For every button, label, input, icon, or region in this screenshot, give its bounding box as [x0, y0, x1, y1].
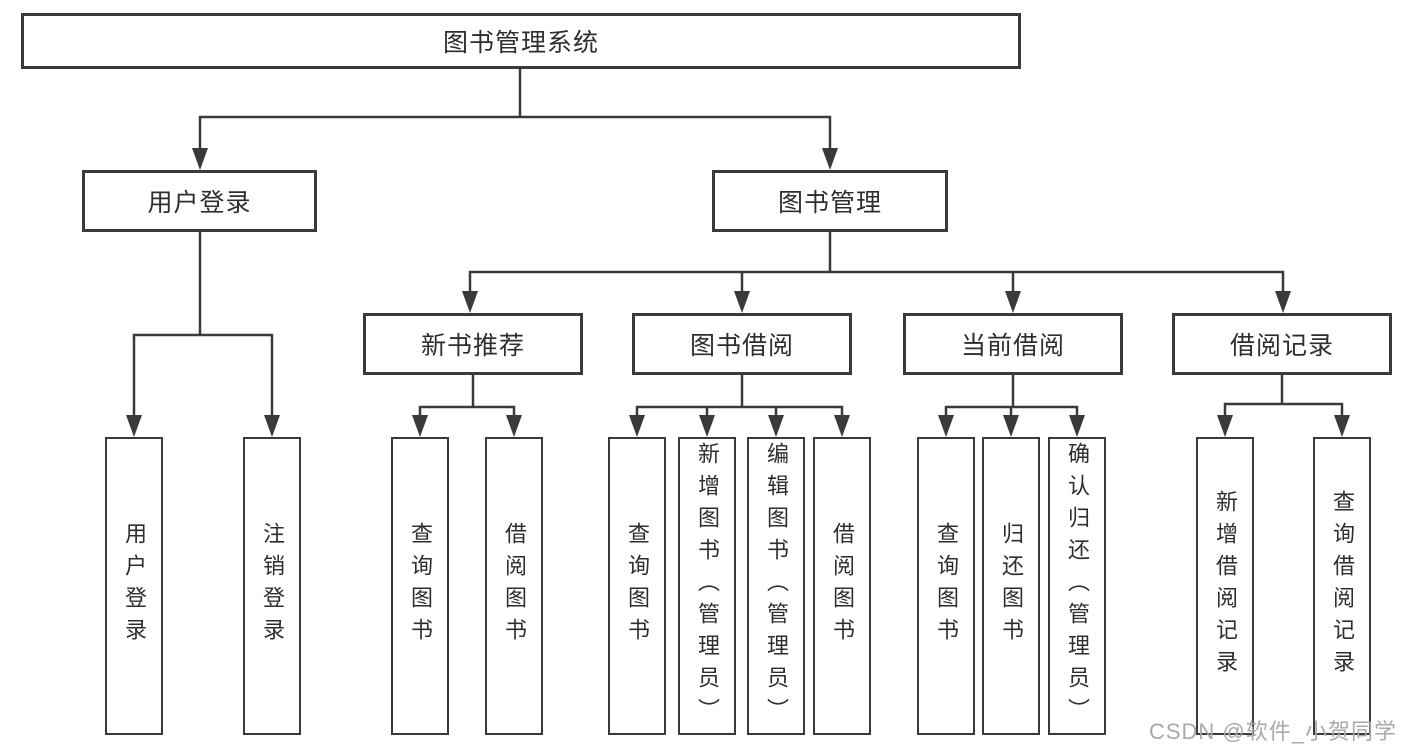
node-user-login-branch: 用户登录 [82, 170, 317, 232]
arrowhead-down [462, 291, 478, 313]
arrowhead-down [768, 415, 784, 437]
leaf-query-borrow-record-label: 查询借阅记录 [1330, 490, 1355, 682]
leaf-query-books-recommend: 查询图书 [391, 437, 449, 735]
node-book-borrowing-label: 图书借阅 [689, 332, 794, 360]
arrowhead-down [1217, 415, 1233, 437]
arrowhead-down [412, 415, 428, 437]
leaf-query-books-current: 查询图书 [917, 437, 975, 735]
leaf-add-books-admin: 新增图书（管理员） [678, 437, 736, 735]
leaf-logout: 注销登录 [243, 437, 301, 735]
node-root-library-system: 图书管理系统 [21, 13, 1021, 69]
arrowhead-down [1005, 291, 1021, 313]
arrowhead-down [1003, 415, 1019, 437]
leaf-edit-books-admin: 编辑图书（管理员） [747, 437, 805, 735]
node-new-book-recommend-label: 新书推荐 [420, 332, 525, 360]
leaf-query-borrow-record: 查询借阅记录 [1313, 437, 1371, 735]
node-borrowing-records: 借阅记录 [1172, 313, 1392, 375]
leaf-confirm-return-admin-label: 确认归还（管理员） [1065, 442, 1090, 730]
arrowhead-down [938, 415, 954, 437]
node-current-borrowing-label: 当前借阅 [960, 332, 1065, 360]
leaf-user-login: 用户登录 [105, 437, 163, 735]
node-book-borrowing: 图书借阅 [632, 313, 852, 375]
leaf-edit-books-admin-label: 编辑图书（管理员） [764, 442, 789, 730]
leaf-borrow-books-recommend-label: 借阅图书 [502, 522, 527, 650]
leaf-borrow-books-label: 借阅图书 [830, 522, 855, 650]
arrowhead-down [699, 415, 715, 437]
leaf-confirm-return-admin: 确认归还（管理员） [1048, 437, 1106, 735]
arrowhead-down [192, 148, 208, 170]
leaf-return-books: 归还图书 [982, 437, 1040, 735]
node-borrowing-records-label: 借阅记录 [1229, 332, 1334, 360]
leaf-query-books-recommend-label: 查询图书 [408, 522, 433, 650]
arrowhead-down [629, 415, 645, 437]
node-user-login-branch-label: 用户登录 [147, 189, 252, 217]
arrowhead-down [834, 415, 850, 437]
arrowhead-down [126, 415, 142, 437]
leaf-borrow-books-recommend: 借阅图书 [485, 437, 543, 735]
arrowhead-down [264, 415, 280, 437]
leaf-user-login-label: 用户登录 [122, 522, 147, 650]
leaf-borrow-books: 借阅图书 [813, 437, 871, 735]
node-current-borrowing: 当前借阅 [903, 313, 1123, 375]
leaf-logout-label: 注销登录 [260, 522, 285, 650]
leaf-add-borrow-record-label: 新增借阅记录 [1213, 490, 1238, 682]
arrowhead-down [1069, 415, 1085, 437]
csdn-watermark: CSDN @软件_小贺同学 [1148, 719, 1397, 744]
leaf-add-borrow-record: 新增借阅记录 [1196, 437, 1254, 735]
arrowhead-down [822, 148, 838, 170]
node-new-book-recommend: 新书推荐 [363, 313, 583, 375]
arrowhead-down [734, 291, 750, 313]
leaf-query-books-current-label: 查询图书 [934, 522, 959, 650]
leaf-query-books-borrow-label: 查询图书 [625, 522, 650, 650]
node-book-management-label: 图书管理 [777, 189, 882, 217]
leaf-return-books-label: 归还图书 [999, 522, 1024, 650]
node-root-label: 图书管理系统 [442, 29, 599, 57]
arrowhead-down [1275, 291, 1291, 313]
leaf-add-books-admin-label: 新增图书（管理员） [695, 442, 720, 730]
node-book-management: 图书管理 [712, 170, 948, 232]
arrowhead-down [1334, 415, 1350, 437]
leaf-query-books-borrow: 查询图书 [608, 437, 666, 735]
arrowhead-down [506, 415, 522, 437]
